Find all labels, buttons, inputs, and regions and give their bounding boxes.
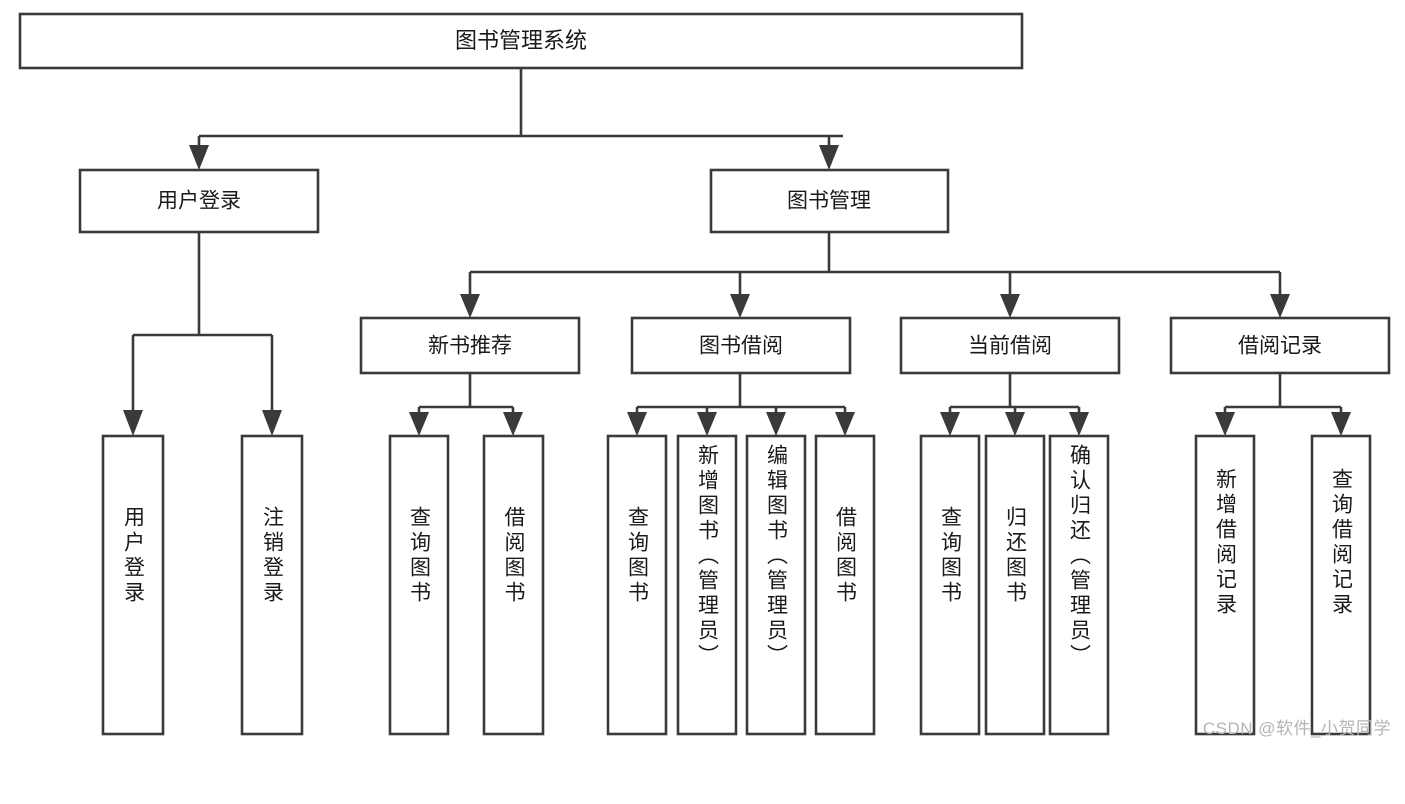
- arrow-head-leaf-return-book: [1005, 412, 1025, 436]
- node-title-box: [18, 12, 1024, 70]
- node-book-borrow-label: 图书借阅: [699, 335, 783, 358]
- node-new-book-recommend-box: [359, 316, 581, 375]
- arrow-head-leaf-logout-login: [262, 410, 282, 436]
- connector-user-login-to-leaves: [123, 232, 282, 436]
- connector-borrow-record-to-leaves: [1215, 373, 1351, 436]
- connector-new-book-recommend-to-leaves: [409, 373, 523, 436]
- arrow-head-new-book-recommend: [460, 294, 480, 318]
- node-title-label: 图书管理系统: [455, 28, 587, 53]
- node-book-borrow-box: [630, 316, 852, 375]
- node-leaf-query-record-box[interactable]: [1310, 434, 1372, 736]
- node-leaf-borrow-book-2-box[interactable]: [814, 434, 876, 736]
- hierarchy-diagram-canvas: 图书管理系统 用户登录 图书管理 新书推荐 图书借阅 当前借阅 借阅记录: [18, 12, 1391, 736]
- node-leaf-query-book-1-box[interactable]: [388, 434, 450, 736]
- node-borrow-record[interactable]: 借阅记录: [1169, 316, 1391, 375]
- arrow-head-leaf-edit-book: [766, 412, 786, 436]
- node-title-book-management-system[interactable]: 图书管理系统: [18, 12, 1024, 70]
- arrow-head-leaf-user-login: [123, 410, 143, 436]
- node-new-book-recommend[interactable]: 新书推荐: [359, 316, 581, 375]
- node-current-borrow-box: [899, 316, 1121, 375]
- node-new-book-recommend-label: 新书推荐: [428, 335, 512, 358]
- node-leaf-add-record-box[interactable]: [1194, 434, 1256, 736]
- node-borrow-record-box: [1169, 316, 1391, 375]
- connector-book-manage-to-level3: [460, 232, 1290, 318]
- node-leaf-borrow-book-1-box[interactable]: [482, 434, 545, 736]
- arrow-head-leaf-confirm-return: [1069, 412, 1089, 436]
- arrow-head-leaf-query-record: [1331, 412, 1351, 436]
- arrow-head-user-login: [189, 145, 209, 170]
- node-leaf-logout-login-box[interactable]: [240, 434, 304, 736]
- arrow-head-leaf-add-book: [697, 412, 717, 436]
- node-current-borrow[interactable]: 当前借阅: [899, 316, 1121, 375]
- arrow-head-current-borrow: [1000, 294, 1020, 318]
- arrow-head-borrow-record: [1270, 294, 1290, 318]
- arrow-head-book-borrow: [730, 294, 750, 318]
- node-leaf-query-book-3-box[interactable]: [919, 434, 981, 736]
- node-borrow-record-label: 借阅记录: [1238, 335, 1322, 358]
- node-leaf-edit-book-box[interactable]: [745, 434, 807, 736]
- node-book-manage-box: [709, 168, 950, 234]
- node-current-borrow-label: 当前借阅: [968, 335, 1052, 358]
- node-user-login-box: [78, 168, 320, 234]
- arrow-head-leaf-add-record: [1215, 412, 1235, 436]
- arrow-head-leaf-borrow-book-1: [503, 412, 523, 436]
- arrow-head-leaf-query-book-3: [940, 412, 960, 436]
- leaf-boxes: [101, 434, 1372, 736]
- node-book-manage-label: 图书管理: [787, 190, 871, 213]
- arrow-head-leaf-query-book-2: [627, 412, 647, 436]
- connector-book-borrow-to-leaves: [627, 373, 855, 436]
- connector-current-borrow-to-leaves: [940, 373, 1089, 436]
- arrow-head-leaf-borrow-book-2: [835, 412, 855, 436]
- node-book-borrow[interactable]: 图书借阅: [630, 316, 852, 375]
- arrow-head-book-manage: [819, 145, 839, 170]
- node-leaf-query-book-2-box[interactable]: [606, 434, 668, 736]
- node-leaf-add-book-box[interactable]: [676, 434, 738, 736]
- node-user-login[interactable]: 用户登录: [78, 168, 320, 234]
- arrow-head-leaf-query-book-1: [409, 412, 429, 436]
- node-book-manage[interactable]: 图书管理: [709, 168, 950, 234]
- connector-root-to-level2: [189, 68, 843, 170]
- node-leaf-confirm-return-box[interactable]: [1048, 434, 1110, 736]
- node-leaf-return-book-box[interactable]: [984, 434, 1046, 736]
- diagram-root: 图书管理系统 用户登录 图书管理 新书推荐 图书借阅 当前借阅 借阅记录: [18, 12, 1391, 738]
- node-leaf-user-login-box[interactable]: [101, 434, 165, 736]
- node-user-login-label: 用户登录: [157, 190, 241, 213]
